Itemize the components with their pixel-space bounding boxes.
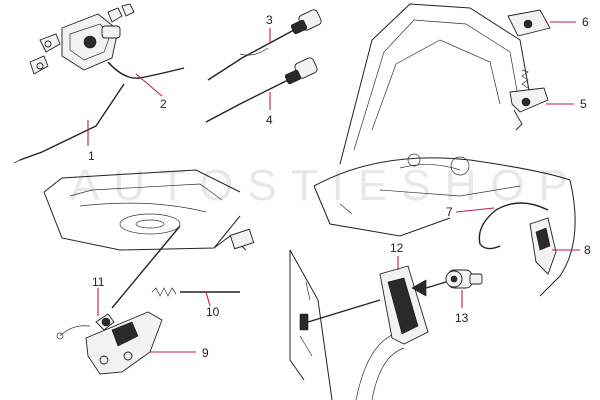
car-side-panel bbox=[289, 249, 405, 400]
callout-1: 1 bbox=[88, 149, 95, 163]
boot-release-handle bbox=[307, 256, 429, 345]
callout-2: 2 bbox=[160, 97, 167, 111]
bonnet-catch-plate bbox=[507, 9, 576, 37]
release-handle-8 bbox=[529, 217, 580, 275]
callout-13: 13 bbox=[455, 311, 469, 325]
callout-4: 4 bbox=[266, 113, 273, 127]
callout-9: 9 bbox=[202, 346, 209, 360]
bonnet-release-cable-front bbox=[455, 202, 549, 250]
callout-7: 7 bbox=[446, 205, 453, 219]
callout-3: 3 bbox=[266, 13, 273, 27]
callout-8: 8 bbox=[584, 243, 591, 257]
pull-cable-upper bbox=[207, 9, 322, 81]
boot-release-cable bbox=[111, 225, 240, 309]
callout-11: 11 bbox=[92, 275, 105, 289]
callout-6: 6 bbox=[582, 15, 589, 29]
bonnet-lock-spring bbox=[509, 69, 574, 131]
boot-lock-mechanism bbox=[56, 288, 196, 375]
pull-cable-lower bbox=[205, 57, 318, 123]
car-rear-open-boot bbox=[43, 169, 255, 251]
callout-5: 5 bbox=[580, 97, 587, 111]
bonnet-release-cable bbox=[13, 61, 185, 164]
callout-12: 12 bbox=[390, 241, 404, 255]
bonnet-lock-assembly bbox=[29, 3, 135, 75]
car-front-open-bonnet bbox=[313, 3, 576, 297]
lock-barrel bbox=[411, 269, 483, 308]
watermark: AUTOSTIESHOP bbox=[70, 161, 582, 210]
callout-10: 10 bbox=[206, 305, 220, 319]
